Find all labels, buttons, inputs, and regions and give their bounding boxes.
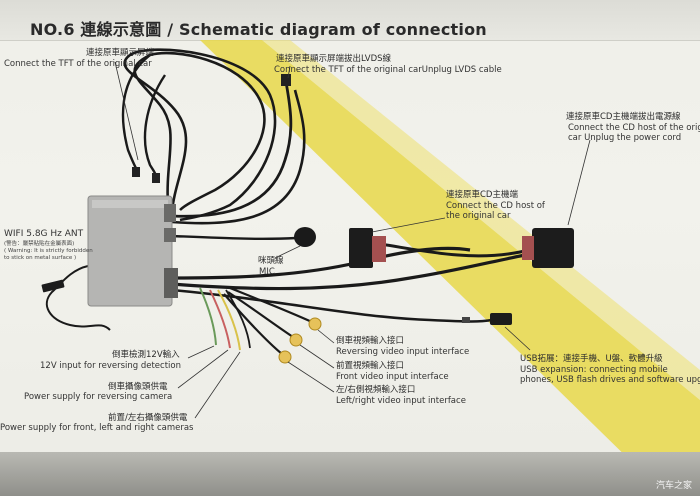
rca-cable-lr	[223, 293, 283, 355]
pointer-usb	[504, 326, 531, 351]
reverse-detect-wire	[199, 287, 217, 346]
label-wifi-warn1: (警告：嚴禁粘貼在金屬表面)	[4, 241, 75, 247]
usb-cable	[171, 288, 493, 323]
label-usb-en2: phones, USB flash drives and software up…	[520, 375, 700, 385]
rca-cable-reverse	[229, 286, 313, 324]
pointer-mic	[274, 245, 301, 259]
header-band	[0, 0, 700, 41]
label-front-video-en: Front video input interface	[336, 372, 449, 382]
label-cdhost-zh: 連接原車CD主機端	[446, 190, 518, 200]
lvds-cable-second	[171, 89, 306, 225]
pointer-rev-cam	[177, 349, 229, 389]
cd-power-connector	[532, 228, 574, 268]
label-mic-en: MIC	[259, 267, 275, 277]
pointer-lr-video	[287, 361, 335, 393]
front-cam-power-wire	[217, 289, 241, 351]
pointer-rev-detect	[187, 345, 215, 359]
pointer-front-cam	[194, 351, 241, 419]
rca-cable-front	[227, 291, 294, 338]
label-lr-video-en: Left/right video input interface	[336, 396, 466, 406]
label-rev-cam-power-en: Power supply for reversing camera	[24, 392, 173, 402]
label-cdhost-en2: the original car	[446, 211, 511, 221]
pointer-lvds	[287, 65, 291, 79]
tft-cable-lower	[123, 48, 277, 222]
label-rev-cam-power-zh: 倒車攝像頭供電	[108, 382, 168, 392]
label-lr-video-zh: 左/右側視頻輸入接口	[336, 385, 416, 395]
rca-lr-connector	[278, 350, 292, 364]
label-wifi-warn2: ( Warning: It is strictly forbidden	[4, 248, 93, 254]
cd-host-connector	[349, 228, 373, 268]
pointer-cdpower	[567, 139, 591, 226]
lvds-connector	[281, 74, 291, 86]
label-lvds-zh: 連接原車顯示屏端拔出LVDS線	[276, 54, 392, 64]
label-wifi-warn3: to stick on metal surface )	[4, 255, 77, 261]
label-usb-en1: USB expansion: connecting mobile	[520, 365, 668, 375]
label-front-cam-power-zh: 前置/左右攝像頭供電	[108, 413, 188, 423]
wifi-antenna	[41, 279, 65, 293]
label-mic-zh: 咪頭線	[258, 256, 284, 266]
rca-front-connector	[289, 333, 303, 347]
usb-strain-relief	[462, 317, 470, 323]
label-rev-video-en: Reversing video input interface	[336, 347, 470, 357]
cd-power-connector-wires	[522, 236, 534, 260]
label-front-cam-power-en: Power supply for front, left and right c…	[0, 423, 194, 433]
usb-connector	[490, 313, 512, 325]
cd-host-connector-wires	[372, 236, 386, 262]
label-lvds-en: Connect the TFT of the original carUnplu…	[274, 65, 502, 75]
label-usb-zh: USB拓展：連接手機、U盤、軟體升級	[520, 354, 663, 364]
mic-cable	[171, 234, 297, 241]
label-wifi: WIFI 5.8G Hz ANT	[4, 229, 84, 239]
page-title: NO.6 連線示意圖 / Schematic diagram of connec…	[30, 20, 487, 39]
label-front-video-zh: 前置視頻輸入接口	[336, 361, 405, 371]
label-cdhost-en1: Connect the CD host of	[446, 201, 545, 211]
cd-host-cable-2	[171, 253, 526, 291]
tft-connector-right	[152, 173, 160, 183]
rca-reverse-connector	[308, 317, 322, 331]
module-port-top	[164, 204, 176, 222]
pointer-cdhost	[371, 217, 446, 233]
label-rev-video-zh: 倒車視頻輸入接口	[336, 336, 405, 346]
tft-cable-drop-left	[121, 54, 151, 171]
pointer-front-video	[299, 344, 335, 369]
accent-stripe-shade	[262, 40, 700, 400]
main-module-highlight	[92, 200, 168, 208]
bottom-shadow	[0, 452, 700, 496]
label-rev-detect-en: 12V input for reversing detection	[40, 361, 181, 371]
wifi-antenna-cable	[45, 265, 111, 331]
wire-bundle-extra	[225, 289, 251, 349]
label-rev-detect-zh: 倒車檢測12V輸入	[112, 350, 180, 360]
tft-cable-upper	[133, 51, 266, 211]
label-cdpower-en1: Connect the CD host of the orig	[568, 123, 700, 133]
module-port-bottom	[164, 268, 178, 298]
main-module-box	[87, 195, 173, 307]
mic-head	[294, 227, 316, 247]
module-port-mid	[164, 228, 176, 242]
tft-cable-drop-right	[143, 74, 166, 177]
pointer-rev-video	[317, 329, 335, 344]
pointer-tft	[114, 61, 139, 161]
label-tft-zh: 連接原車顯示屏端	[86, 48, 155, 58]
label-tft-en: Connect the TFT of the original car	[4, 59, 152, 69]
tft-connector-left	[132, 167, 140, 177]
label-cdpower-zh: 連接原車CD主機端拔出電源線	[566, 112, 681, 122]
watermark: 汽车之家	[655, 481, 692, 491]
label-cdpower-en2: car Unplug the power cord	[568, 133, 682, 143]
lvds-cable	[171, 81, 293, 218]
reverse-cam-power-wire	[209, 289, 231, 349]
